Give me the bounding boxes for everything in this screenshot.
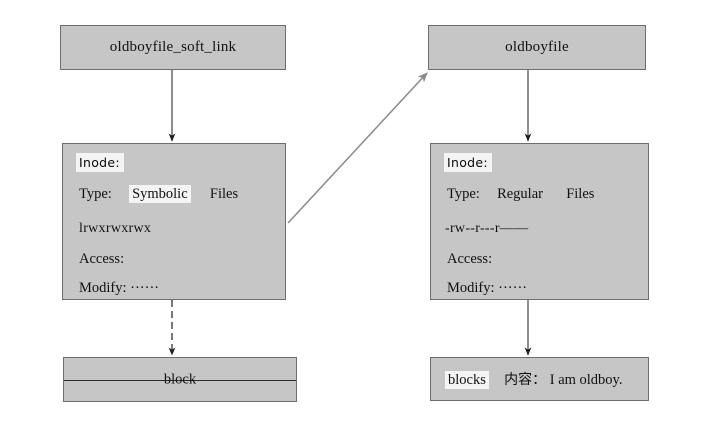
right-inode-permissions: -rw--r---r——	[445, 221, 529, 236]
right-inode-header-line: Inode:	[444, 153, 492, 172]
right-inode-box: Inode: Type: Regular Files -rw--r---r—— …	[430, 143, 649, 300]
right-blocks-label: blocks	[445, 371, 489, 389]
right-file-label: oldboyfile	[505, 39, 569, 55]
left-inode-header-line: Inode:	[76, 153, 124, 172]
right-inode-type-line: Type: Regular Files	[447, 187, 594, 202]
arrow-left-inode-to-right-file	[287, 72, 428, 224]
left-inode-box: Inode: Type: Symbolic Files lrwxrwxrwx A…	[62, 143, 286, 300]
left-inode-header: Inode:	[76, 153, 124, 172]
right-blocks-content-label: 内容：	[504, 372, 547, 388]
right-inode-modify: Modify: ······	[447, 280, 528, 296]
left-file-box: oldboyfile_soft_link	[60, 25, 286, 70]
left-inode-type-line: Type: Symbolic Files	[79, 185, 239, 203]
left-inode-permissions: lrwxrwxrwx	[79, 221, 152, 236]
right-inode-type-suffix: Files	[566, 186, 595, 202]
left-block-box: block	[63, 357, 297, 402]
left-file-label: oldboyfile_soft_link	[109, 39, 237, 55]
left-inode-type-label: Type:	[79, 186, 112, 202]
left-inode-modify: Modify: ······	[79, 280, 160, 296]
left-inode-access: Access:	[79, 251, 125, 267]
right-inode-type-value: Regular	[497, 186, 543, 202]
left-block-label: block	[163, 371, 197, 387]
right-blocks-box: blocks 内容： I am oldboy.	[430, 357, 649, 401]
right-inode-type-label: Type:	[447, 186, 480, 202]
right-file-box: oldboyfile	[428, 25, 646, 70]
right-inode-header: Inode:	[444, 153, 492, 172]
right-blocks-row: blocks 内容： I am oldboy.	[445, 369, 623, 389]
left-block-divider	[64, 379, 296, 381]
right-inode-access: Access:	[447, 251, 493, 267]
left-inode-type-value: Symbolic	[129, 185, 191, 203]
left-inode-type-suffix: Files	[209, 186, 239, 202]
right-blocks-content-value: I am oldboy.	[549, 372, 623, 388]
